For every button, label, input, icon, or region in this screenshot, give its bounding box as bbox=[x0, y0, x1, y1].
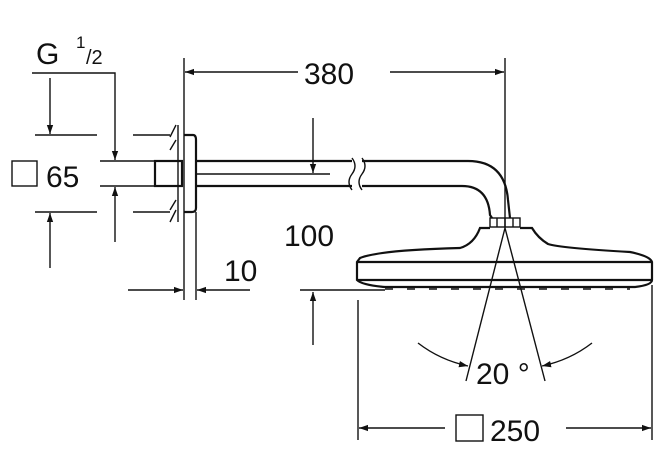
shower-head bbox=[355, 217, 654, 290]
flange-size-label: 65 bbox=[46, 161, 79, 194]
square-icon bbox=[455, 414, 484, 442]
thread-size-label: G 1 /2 bbox=[36, 33, 103, 71]
thread-label-g: G bbox=[36, 38, 59, 71]
arm-length-label: 380 bbox=[304, 58, 354, 91]
arm-break-left bbox=[348, 157, 356, 191]
connector-extension-lines bbox=[100, 160, 155, 187]
square-icon bbox=[11, 160, 38, 187]
wall-hatching bbox=[169, 124, 179, 223]
shower-arm-bend bbox=[362, 159, 512, 219]
arm-break-right bbox=[358, 157, 366, 191]
wall-gap-label: 10 bbox=[224, 255, 257, 288]
head-size-label: 250 bbox=[490, 415, 540, 448]
head-width-extension-lines bbox=[357, 285, 653, 440]
spray-angle-lines bbox=[465, 227, 546, 382]
thread-leader-line bbox=[32, 72, 119, 160]
angle-arrow-left bbox=[417, 342, 469, 368]
spray-angle-label: 20 ° bbox=[476, 358, 530, 391]
angle-arrow-right bbox=[541, 342, 593, 368]
drop-height-label: 100 bbox=[284, 220, 334, 253]
thread-connector bbox=[153, 159, 184, 188]
wall-flange bbox=[184, 133, 198, 214]
thread-label-numerator: 1 bbox=[76, 33, 85, 52]
thread-label-denominator: /2 bbox=[86, 47, 103, 69]
shower-arm bbox=[196, 159, 352, 188]
flange-extension-lines bbox=[35, 134, 170, 213]
